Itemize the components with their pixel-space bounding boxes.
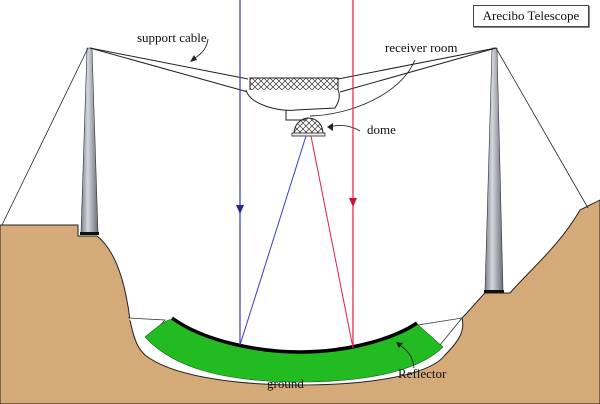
label-receiver-room: receiver room	[385, 40, 458, 55]
label-reflector: Reflector	[398, 366, 447, 381]
reflected-ray-red	[310, 135, 354, 349]
receiver-to-arm	[309, 59, 416, 117]
bowl-right-edge	[417, 317, 463, 346]
dome-base	[291, 132, 326, 137]
reflector-surface	[170, 316, 418, 354]
label-ground: ground	[267, 376, 304, 391]
label-dome: dome	[367, 122, 396, 137]
dome-pointer-head	[327, 123, 333, 131]
diagram-title: Arecibo Telescope	[473, 5, 589, 27]
right-backstay-cable	[495, 47, 589, 209]
dome	[293, 117, 324, 135]
support-cable-pointer-head	[190, 55, 197, 62]
support-cable-lower-left	[89, 47, 249, 93]
reflected-ray-blue	[239, 135, 307, 346]
left-backstay-cable	[1, 47, 89, 226]
right-tower	[484, 47, 504, 292]
support-cable-upper-right	[337, 47, 497, 80]
receiver-room-bowl	[245, 89, 340, 111]
left-tower	[80, 47, 99, 234]
support-cable-lower-right	[339, 47, 497, 93]
right-tower-base	[484, 290, 504, 293]
gregorian-arm	[285, 110, 306, 121]
ground-terrain	[0, 199, 600, 404]
blue-arrowhead	[236, 205, 244, 214]
receiver-platform	[249, 77, 339, 93]
support-cable-upper-left	[89, 47, 249, 80]
dome-pointer	[328, 124, 361, 132]
red-arrowhead	[349, 198, 357, 207]
left-tower-base	[80, 232, 99, 235]
reflector-pointer-head	[396, 342, 403, 348]
label-support-cable: support cable	[137, 30, 207, 45]
